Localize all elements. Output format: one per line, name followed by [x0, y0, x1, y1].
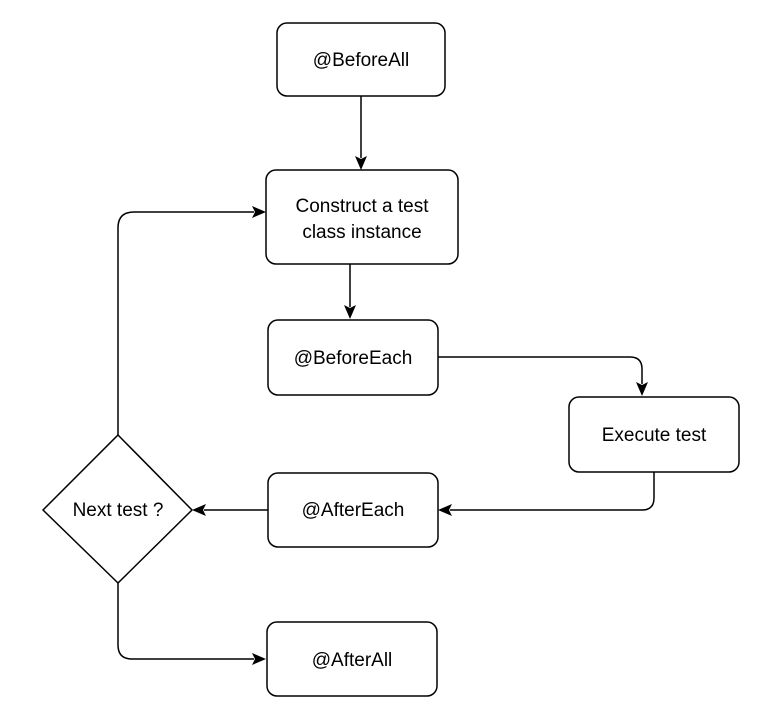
decision-next-test-label: Next test ? — [73, 500, 164, 521]
node-execute-test: Execute test — [568, 396, 740, 473]
arrowhead — [355, 156, 367, 170]
edge-execute-to-aftereach — [450, 472, 655, 511]
arrowhead — [192, 504, 206, 516]
node-after-each: @AfterEach — [267, 472, 439, 548]
edge-nexttest-to-afterall — [117, 583, 254, 660]
node-construct-label-line1: Construct a test — [295, 196, 429, 217]
edge-beforeeach-to-execute — [438, 356, 643, 384]
arrowhead — [344, 305, 356, 319]
arrowhead — [252, 653, 266, 665]
node-after-all-label: @AfterAll — [312, 650, 393, 671]
decision-next-test: Next test ? — [41, 433, 194, 585]
node-execute-test-label: Execute test — [602, 425, 707, 446]
node-before-all-label: @BeforeAll — [313, 50, 409, 71]
arrowhead — [636, 382, 648, 396]
node-construct-instance: Construct a test class instance — [265, 169, 459, 265]
node-before-all: @BeforeAll — [276, 22, 446, 97]
arrowhead — [252, 206, 266, 218]
edge-nexttest-to-construct — [117, 211, 254, 435]
node-after-all: @AfterAll — [266, 621, 438, 697]
node-construct-label-line2: class instance — [302, 222, 421, 243]
arrowhead — [438, 504, 452, 516]
node-before-each: @BeforeEach — [267, 319, 439, 396]
node-after-each-label: @AfterEach — [302, 500, 405, 521]
node-before-each-label: @BeforeEach — [294, 348, 413, 369]
